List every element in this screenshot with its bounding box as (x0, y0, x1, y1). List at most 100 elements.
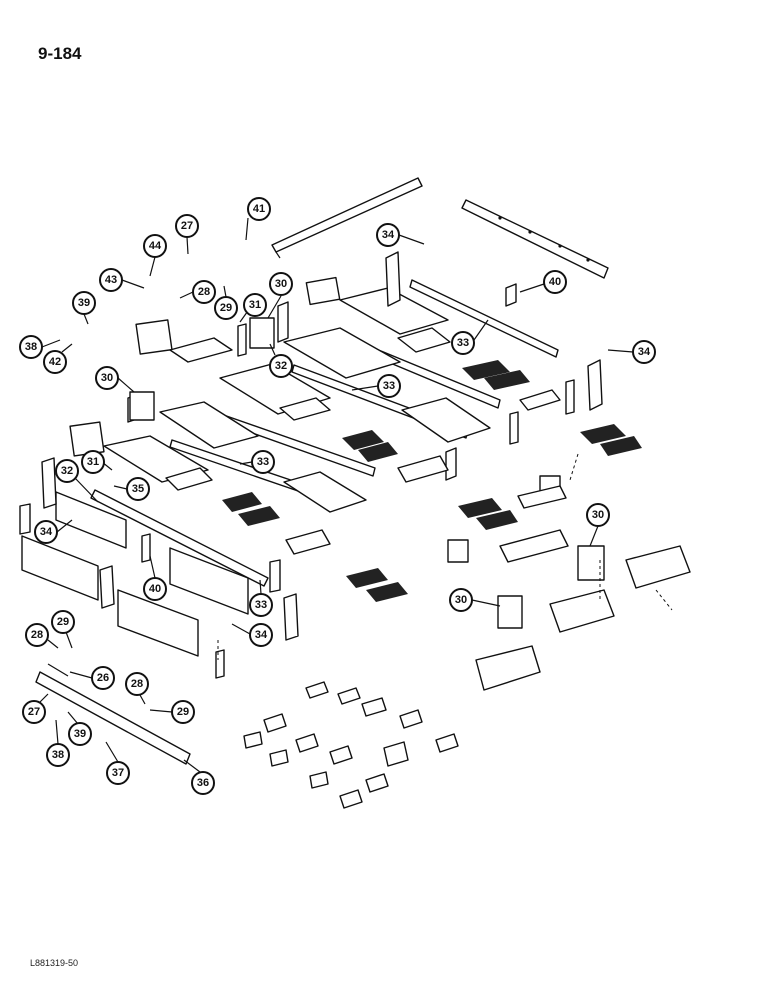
callout-32-left: 32 (55, 459, 99, 503)
callout-35: 35 (113, 477, 150, 501)
callout-27-bumper: 27 (22, 693, 49, 724)
plate-left-b (159, 401, 259, 449)
callout-label: 38 (25, 341, 37, 353)
callout-30-right: 30 (586, 503, 610, 547)
callout-label: 29 (177, 706, 189, 718)
plate-mid (283, 327, 401, 379)
callout-label: 29 (220, 302, 232, 314)
uprights (19, 251, 603, 679)
center-step-panel (117, 547, 249, 657)
callout-label: 38 (52, 749, 64, 761)
callout-label: 30 (275, 278, 287, 290)
callout-label: 33 (257, 456, 269, 468)
bracket-30b (129, 391, 155, 421)
callout-label: 43 (105, 274, 117, 286)
bracket-30a (249, 317, 275, 349)
top-diagonal-rail (271, 177, 423, 259)
callout-33-top: 33 (451, 319, 489, 355)
callout-30-left: 30 (95, 366, 135, 393)
callout-31-top: 31 (239, 293, 267, 323)
bracket-small-a (447, 539, 469, 563)
callout-29-bumper: 29 (149, 700, 195, 724)
callout-label: 29 (57, 616, 69, 628)
plate-left-a (219, 363, 331, 421)
callout-41: 41 (245, 197, 271, 241)
callout-39-top: 39 (72, 291, 96, 325)
grate-set-2 (342, 430, 398, 462)
callout-37: 37 (105, 741, 130, 785)
callout-label: 31 (87, 456, 99, 468)
callout-33-center: 33 (239, 450, 275, 474)
callout-label: 32 (275, 360, 287, 372)
callout-34-bottom: 34 (231, 623, 273, 647)
callout-38-bumper: 38 (46, 719, 70, 767)
upper-rail-33 (409, 279, 559, 358)
callout-39-bumper: 39 (67, 711, 92, 746)
page-number: 9-184 (38, 44, 82, 63)
callout-label: 30 (592, 509, 604, 521)
callout-29-top: 29 (214, 285, 238, 320)
callout-label: 27 (181, 220, 193, 232)
plate-right-mid (401, 397, 491, 443)
grate-set-4 (222, 492, 280, 526)
callout-31-left: 31 (81, 450, 113, 474)
left-step-panel (21, 491, 127, 601)
right-top-rail (461, 199, 609, 279)
callout-label: 37 (112, 767, 124, 779)
callout-label: 40 (549, 276, 561, 288)
callout-label: 32 (61, 465, 73, 477)
callout-label: 34 (638, 346, 651, 358)
callout-label: 34 (382, 229, 395, 241)
callout-label: 30 (455, 594, 467, 606)
callout-34-top: 34 (376, 223, 425, 247)
callout-label: 33 (255, 599, 267, 611)
small-plate-a (305, 276, 341, 306)
callout-label: 27 (28, 706, 40, 718)
callout-27: 27 (175, 214, 199, 255)
callout-33-bottom: 33 (249, 579, 273, 617)
callout-label: 36 (197, 777, 209, 789)
callout-32-top: 32 (269, 343, 293, 378)
callout-40-bottom: 40 (143, 555, 167, 601)
callout-34-right: 34 (607, 340, 656, 364)
plate-upper-right (339, 287, 451, 353)
callout-label: 41 (253, 203, 265, 215)
callout-label: 33 (457, 337, 469, 349)
callout-28-bottom: 28 (25, 623, 59, 649)
small-plate-c (69, 421, 105, 457)
bracket-plates (129, 317, 605, 629)
grate-set-5 (458, 498, 518, 530)
step-treads (169, 337, 569, 563)
grate-set-1 (462, 360, 530, 390)
callout-label: 28 (31, 629, 43, 641)
callout-label: 39 (78, 297, 90, 309)
callout-40-top: 40 (519, 270, 567, 294)
callout-label: 26 (97, 672, 109, 684)
callout-label: 40 (149, 583, 161, 595)
callout-34-left: 34 (34, 519, 73, 544)
right-step-panels (475, 545, 691, 691)
callout-label: 28 (131, 678, 143, 690)
plate-left-c (103, 435, 213, 491)
callout-label: 35 (132, 483, 144, 495)
callout-30-bottom: 30 (449, 588, 501, 612)
plate-center-c (283, 471, 367, 513)
callout-label: 42 (49, 356, 61, 368)
callout-26: 26 (69, 666, 115, 690)
callout-29-bottom: 29 (51, 610, 75, 649)
callout-43: 43 (99, 268, 145, 292)
small-brackets (243, 681, 459, 809)
callout-label: 34 (40, 526, 53, 538)
callout-label: 30 (101, 372, 113, 384)
callout-36: 36 (183, 759, 215, 795)
callout-44: 44 (143, 234, 167, 277)
callout-label: 31 (249, 299, 261, 311)
callout-label: 34 (255, 629, 268, 641)
drawing-code: L881319-50 (30, 958, 79, 968)
small-plate-b (135, 319, 173, 355)
callout-30-top: 30 (267, 272, 293, 319)
assembly-lines (217, 453, 673, 660)
callout-33-mid: 33 (351, 374, 401, 398)
bumper-bar (35, 663, 191, 765)
